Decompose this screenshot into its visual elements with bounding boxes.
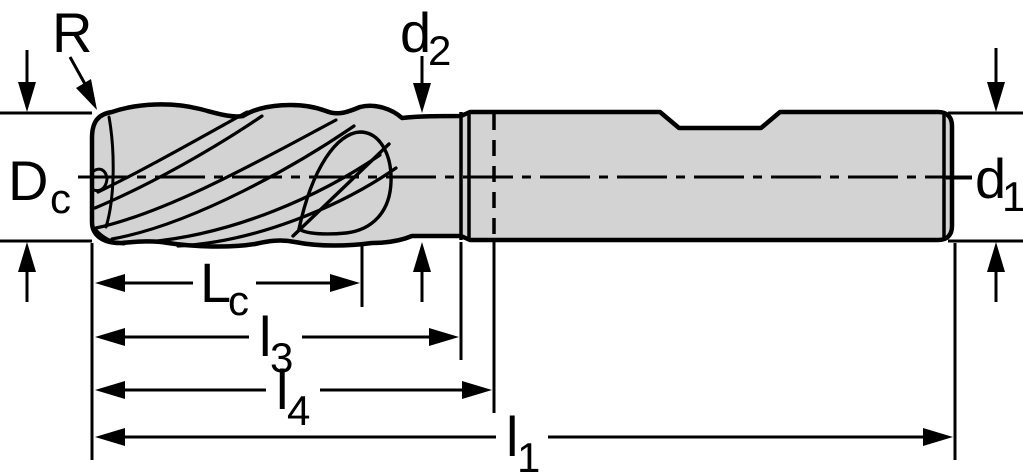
dimension-overall-length: l 1 [95, 243, 957, 475]
end-face-line [104, 115, 115, 229]
dimension-l4: l 4 [95, 242, 496, 434]
label-cutting-diameter: D c [8, 149, 71, 222]
flute-edge [146, 153, 382, 244]
arrow-down-icon [18, 82, 36, 112]
arrow-leader-icon [76, 79, 97, 110]
dimension-cutting-length: L c [95, 245, 364, 324]
end-face-corner [93, 227, 126, 246]
label-l4: l 4 [276, 358, 310, 434]
flute-edge [93, 114, 264, 210]
tool-silhouette [89, 102, 955, 249]
arrow-up-icon [987, 242, 1005, 272]
arrow-right-icon [462, 381, 492, 399]
arrow-up-icon [18, 242, 36, 272]
label-cutting-length: L c [200, 251, 249, 324]
flute-helix-lines [93, 110, 398, 248]
label-overall-length: l 1 [506, 405, 540, 475]
label-l3: l 3 [259, 305, 293, 381]
label-shank-diameter: d 1 [975, 147, 1023, 220]
dimension-corner-radius: R [52, 1, 97, 110]
arrow-down-icon [987, 82, 1005, 112]
label-corner-radius: R [52, 1, 92, 64]
flute-edge [110, 124, 356, 241]
dimension-neck-diameter: d 2 [400, 1, 451, 302]
flute-edge [94, 118, 338, 230]
arrow-right-icon [330, 274, 360, 292]
dimension-shank-diameter: d 1 [946, 48, 1023, 302]
end-face-detail [90, 115, 126, 246]
label-neck-diameter: d 2 [400, 1, 451, 74]
flute-runout-edge [291, 142, 391, 238]
arrow-right-icon [923, 428, 953, 446]
dimension-cutting-diameter: D c [0, 50, 92, 302]
flute-edge [176, 166, 398, 248]
end-face-notch [90, 167, 109, 193]
arrow-up-icon [413, 242, 431, 272]
arrow-down-icon [413, 83, 431, 113]
arrow-right-icon [429, 328, 459, 346]
dimension-l3: l 3 [95, 242, 463, 381]
tool-body [89, 102, 955, 249]
leader-line [68, 56, 87, 85]
